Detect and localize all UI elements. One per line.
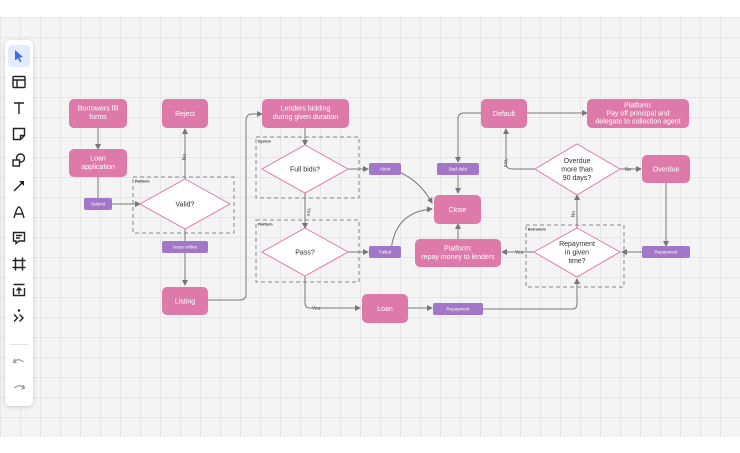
node-submit[interactable]: Submit: [84, 198, 112, 210]
node-listing[interactable]: Listing: [162, 287, 208, 315]
frame-platform-pass[interactable]: Platform: [255, 219, 360, 283]
edge-label-repay-no: No: [571, 211, 577, 218]
tool-palette: [5, 40, 33, 406]
svg-text:Close: Close: [449, 207, 467, 214]
shapes-tool[interactable]: [8, 149, 30, 171]
sticky-note-tool[interactable]: [8, 123, 30, 145]
decision-valid[interactable]: Valid?: [138, 178, 232, 230]
svg-text:Repayment: Repayment: [446, 307, 470, 312]
upload-icon: [12, 283, 26, 297]
frame-tool[interactable]: [8, 253, 30, 275]
node-bad-debt[interactable]: Bad debt: [437, 163, 479, 175]
frame-label-borrowers: Borrowers: [528, 228, 546, 232]
node-reject[interactable]: Reject: [162, 99, 208, 128]
more-tools-icon: [13, 309, 24, 322]
svg-text:Abort: Abort: [380, 167, 392, 172]
template-icon: [12, 75, 26, 89]
svg-text:Overdue: Overdue: [653, 167, 680, 174]
node-loan[interactable]: Loan: [362, 294, 408, 323]
svg-text:Issue online: Issue online: [173, 245, 198, 250]
text-icon: [14, 102, 24, 114]
svg-text:Failed: Failed: [379, 250, 392, 255]
svg-text:Full bids?: Full bids?: [290, 167, 320, 174]
upload-tool[interactable]: [8, 279, 30, 301]
edge-label-fullbids-yes: Yes: [305, 208, 311, 217]
edge-failed-to-close: [390, 206, 433, 253]
frame-label-system: System: [258, 140, 271, 144]
node-close[interactable]: Close: [434, 195, 481, 224]
connectors: [95, 110, 669, 311]
svg-text:Platform:repay money to lender: Platform:repay money to lenders: [421, 246, 495, 262]
svg-text:Loan: Loan: [377, 306, 393, 313]
comment-icon: [12, 231, 26, 245]
template-tool[interactable]: [8, 71, 30, 93]
edge-default-to-bad-debt: [455, 112, 481, 163]
frame-icon: [12, 257, 26, 271]
pen-icon: [13, 206, 25, 219]
node-repayment-right[interactable]: Repayment: [642, 246, 690, 258]
select-arrow-icon: [15, 50, 23, 63]
frame-label-platform: Platform: [258, 223, 273, 227]
svg-text:Default: Default: [493, 111, 515, 118]
edge-label-overdue-yes: Yes: [502, 159, 508, 168]
svg-text:Submit: Submit: [91, 202, 106, 207]
frame-label-platform: Platform: [135, 180, 150, 184]
node-default[interactable]: Default: [481, 99, 527, 128]
node-abort[interactable]: Abort: [369, 163, 401, 175]
node-platform-repay[interactable]: Platform:repay money to lenders: [415, 239, 501, 267]
comment-tool[interactable]: [8, 227, 30, 249]
shapes-icon: [12, 153, 26, 167]
decision-pass[interactable]: Pass?: [260, 227, 350, 277]
svg-text:Pass?: Pass?: [295, 250, 315, 257]
text-tool[interactable]: [8, 97, 30, 119]
edge-label-overdue-no: No: [625, 167, 632, 173]
edge-label-repay-yes: Yes: [515, 250, 524, 256]
node-failed[interactable]: Failed: [369, 246, 401, 258]
edge-overdue90-to-default: [503, 128, 535, 170]
edge-labels: No Yes Yes Yes No No Yes: [182, 154, 631, 312]
svg-text:Valid?: Valid?: [176, 202, 195, 209]
undo-icon: [12, 358, 24, 364]
frame-borrowers[interactable]: Borrowers: [525, 224, 625, 288]
svg-text:Listing: Listing: [175, 299, 195, 306]
connection-line-icon: [13, 181, 24, 192]
node-overdue[interactable]: Overdue: [642, 155, 690, 183]
node-repayment-bottom[interactable]: Repayment: [433, 303, 483, 315]
svg-text:Bad debt: Bad debt: [449, 167, 468, 172]
node-issue-online[interactable]: Issue online: [162, 241, 208, 253]
connection-line-tool[interactable]: [8, 175, 30, 197]
edge-pass-to-loan: [304, 276, 361, 311]
pen-tool[interactable]: [8, 201, 30, 223]
undo-button[interactable]: [8, 351, 30, 373]
redo-button[interactable]: [8, 377, 30, 399]
toolbar-divider: [10, 344, 28, 345]
more-tools[interactable]: [8, 305, 30, 327]
redo-icon: [14, 384, 26, 390]
flowchart: Platform System Platform Borrowers: [69, 99, 690, 323]
decision-full-bids[interactable]: Full bids?: [260, 144, 350, 194]
edge-listing-to-lenders: [208, 111, 263, 301]
sticky-note-icon: [12, 127, 26, 141]
diagram-canvas[interactable]: Platform System Platform Borrowers: [0, 17, 740, 437]
edge-repayment-to-repaytime: [483, 278, 580, 310]
svg-text:Reject: Reject: [175, 111, 195, 118]
select-tool[interactable]: [8, 45, 30, 67]
frame-platform-valid[interactable]: Platform: [132, 176, 235, 234]
frame-system[interactable]: System: [255, 136, 360, 199]
edge-label-valid-no: No: [182, 154, 188, 161]
svg-text:Repayment: Repayment: [654, 250, 678, 255]
edge-label-pass-yes: Yes: [312, 306, 321, 312]
